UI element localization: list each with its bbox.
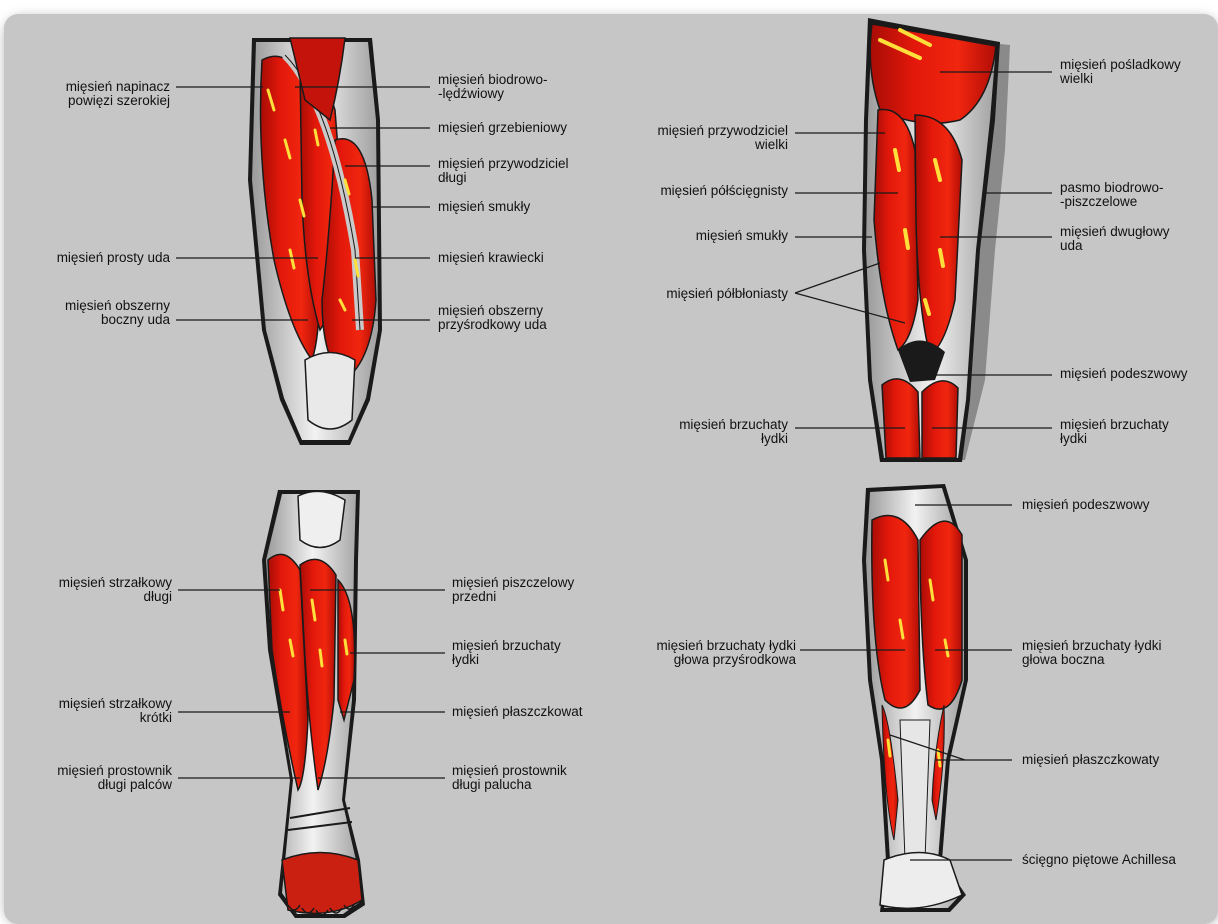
label-gluteus-maximus: mięsień pośladkowy wielki xyxy=(1060,58,1181,86)
label-plantaris-thigh-back: mięsień podeszwowy xyxy=(1060,367,1188,381)
label-gracilis-front: mięsień smukły xyxy=(438,200,530,214)
label-sartorius: mięsień krawiecki xyxy=(438,251,544,265)
label-soleus-leg-front: mięsień płaszczkowat xyxy=(452,705,583,719)
label-plantaris-leg-back: mięsień podeszwowy xyxy=(1022,498,1150,512)
thigh-back-calf-top xyxy=(882,379,920,458)
label-gastrocnemius-thigh-back-left: mięsień brzuchaty łydki xyxy=(600,418,788,446)
label-gracilis-back: mięsień smukły xyxy=(600,229,788,243)
label-tensor-fasciae-latae: mięsień napinacz powięzi szerokiej xyxy=(20,80,170,108)
label-gastrocnemius-lateral-head: mięsień brzuchaty łydki głowa boczna xyxy=(1022,639,1162,667)
thigh-back-calf-top-2 xyxy=(922,381,958,458)
label-extensor-hallucis-longus: mięsień prostownik długi palucha xyxy=(452,764,567,792)
label-iliopsoas: mięsień biodrowo- -lędźwiowy xyxy=(438,73,548,101)
label-gastrocnemius-thigh-back-right: mięsień brzuchaty łydki xyxy=(1060,418,1169,446)
label-semimembranosus: mięsień półbłoniasty xyxy=(600,287,788,301)
label-vastus-medialis: mięsień obszerny przyśrodkowy uda xyxy=(438,304,547,332)
label-semitendinosus: mięsień półścięgnisty xyxy=(600,184,788,198)
label-adductor-magnus: mięsień przywodziciel wielki xyxy=(600,124,788,152)
label-gastrocnemius-medial-head: mięsień brzuchaty łydki głowa przyśrodko… xyxy=(600,639,796,667)
thigh-front-knee xyxy=(305,353,355,430)
leg-front-foot xyxy=(282,853,362,914)
label-gastrocnemius-leg-front: mięsień brzuchaty łydki xyxy=(452,639,561,667)
leg-back-heel xyxy=(880,853,962,909)
label-rectus-femoris: mięsień prosty uda xyxy=(10,251,170,265)
label-vastus-lateralis: mięsień obszerny boczny uda xyxy=(20,299,170,327)
leg-back-gastrocnemius-lateral xyxy=(920,521,962,709)
label-peroneus-brevis: mięsień strzałkowy krótki xyxy=(10,697,172,725)
label-achilles-tendon: ścięgno piętowe Achillesa xyxy=(1022,853,1176,867)
label-biceps-femoris: mięsień dwugłowy uda xyxy=(1060,225,1170,253)
label-peroneus-longus: mięsień strzałkowy długi xyxy=(10,576,172,604)
leg-front-knee xyxy=(298,491,345,547)
leg-back-achilles xyxy=(900,720,930,860)
label-tibialis-anterior: mięsień piszczelowy przedni xyxy=(452,576,574,604)
label-iliotibial-band: pasmo biodrowo- -piszczelowe xyxy=(1060,181,1164,209)
label-soleus-leg-back: mięsień płaszczkowaty xyxy=(1022,753,1159,767)
label-extensor-digitorum-longus: mięsień prostownik długi palców xyxy=(10,764,172,792)
label-pectineus: mięsień grzebieniowy xyxy=(438,121,567,135)
label-adductor-longus: mięsień przywodziciel długi xyxy=(438,157,569,185)
